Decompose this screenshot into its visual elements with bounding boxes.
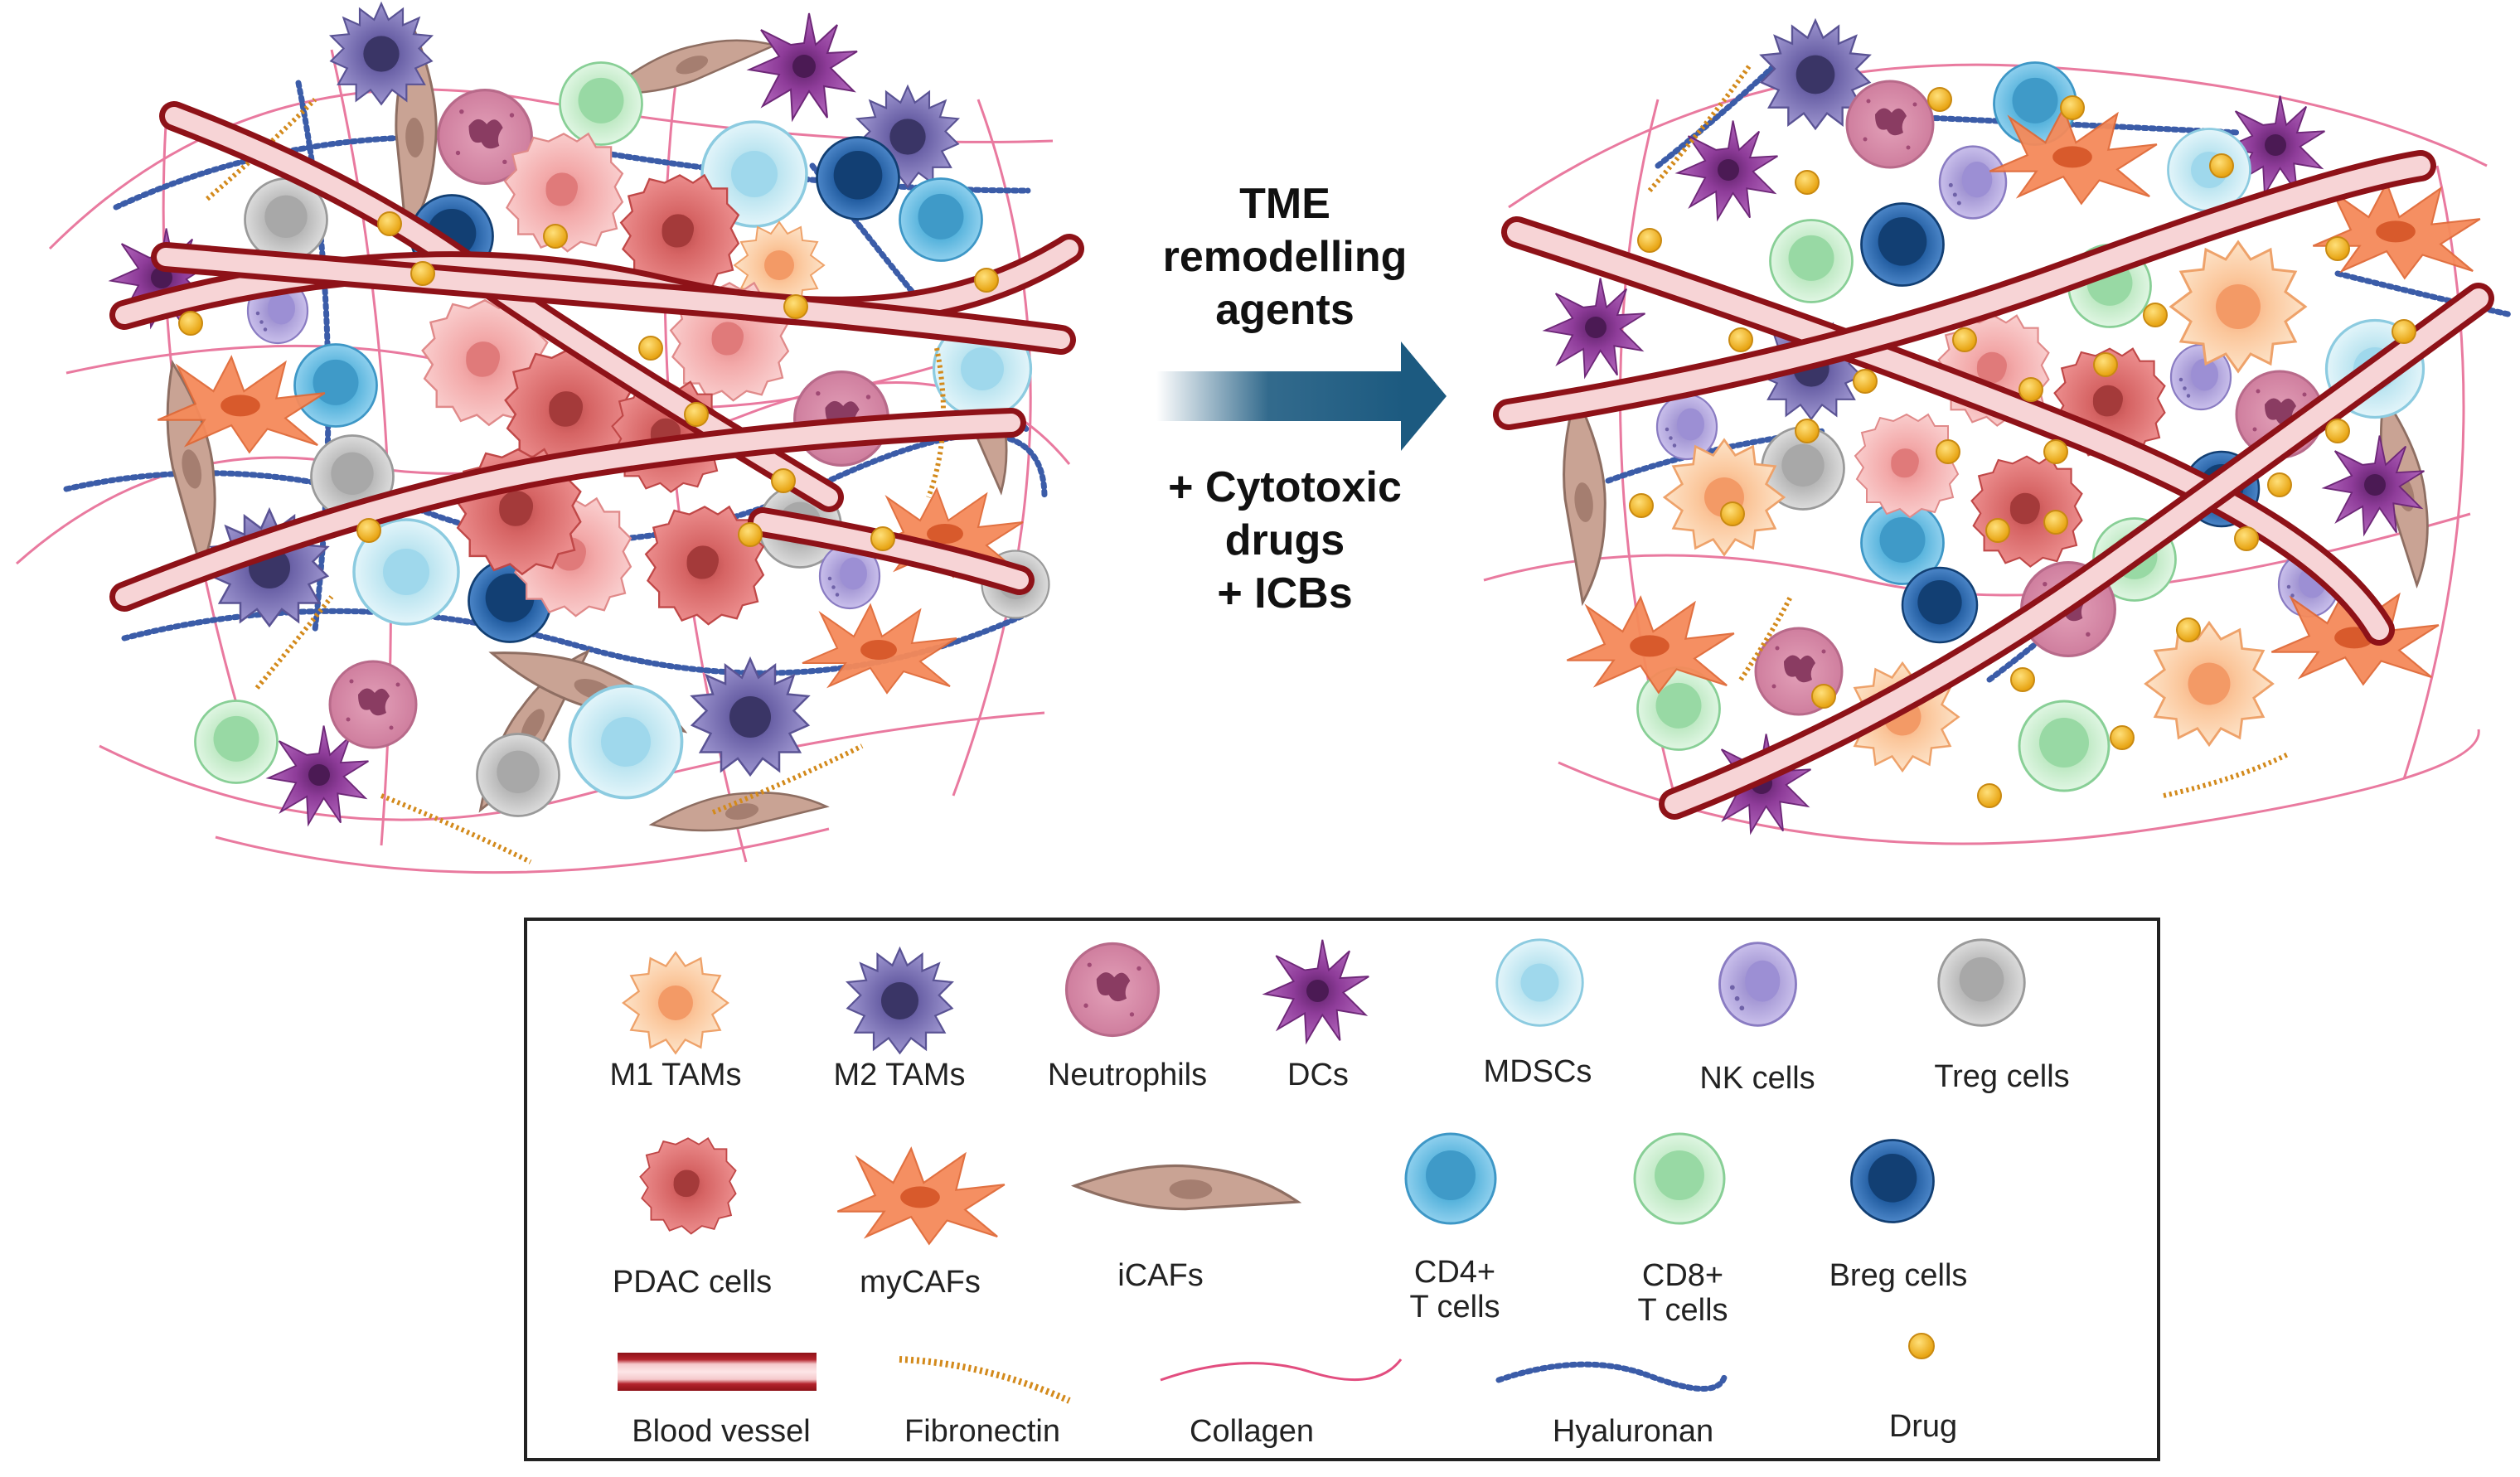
arrow-top-line-3: agents	[1215, 286, 1354, 334]
legend-label-neutrophils: Neutrophils	[1047, 1058, 1208, 1092]
legend-label-pdac-cells: PDAC cells	[612, 1265, 773, 1300]
legend-label-nk-cells: NK cells	[1699, 1061, 1815, 1096]
fibronectin-right	[1647, 65, 2290, 798]
legend-label-collagen: Collagen	[1190, 1414, 1314, 1449]
legend-label-cd4-line1: CD4+	[1413, 1255, 1496, 1290]
right-tme-panel	[1483, 19, 2515, 845]
hyaluronan-icon	[1495, 1361, 1728, 1392]
legend-label-cd4-line2: T cells	[1409, 1290, 1500, 1324]
arrow-bottom-line-1: + Cytotoxic	[1168, 463, 1402, 511]
fibronectin-left	[206, 97, 946, 864]
legend-label-fibronectin: Fibronectin	[904, 1414, 1060, 1449]
arrow-top-text: TME remodelling agents	[1102, 177, 1467, 337]
legend-label-cd4-t-cells: CD4+ T cells	[1359, 1255, 1550, 1324]
blood-vessel-icon	[618, 1353, 817, 1391]
legend-label-dcs: DCs	[1287, 1058, 1349, 1092]
legend-label-m2-tams: M2 TAMs	[833, 1058, 966, 1092]
drug-icon	[1908, 1333, 1935, 1359]
arrow-bottom-text: + Cytotoxic drugs + ICBs	[1102, 461, 1467, 620]
drugs-right	[1629, 87, 2416, 808]
legend-label-drug: Drug	[1888, 1409, 1958, 1444]
arrow-bottom-line-2: drugs	[1224, 516, 1345, 564]
legend-label-cd8-line1: CD8+	[1641, 1258, 1724, 1293]
legend-label-treg-cells: Treg cells	[1934, 1059, 2070, 1094]
legend-label-mycafs: myCAFs	[860, 1265, 981, 1300]
legend-label-hyaluronan: Hyaluronan	[1552, 1414, 1714, 1449]
arrow-top-line-1: TME	[1239, 180, 1330, 228]
left-tme-panel	[16, 2, 1084, 874]
blood-vessels-right	[1493, 150, 2494, 820]
legend-label-cd8-t-cells: CD8+ T cells	[1587, 1258, 1778, 1328]
legend-label-icafs: iCAFs	[1117, 1258, 1204, 1293]
legend-label-cd8-line2: T cells	[1637, 1293, 1728, 1328]
legend-label-m1-tams: M1 TAMs	[609, 1058, 742, 1092]
legend-icons	[618, 938, 2026, 1404]
blood-vessels-left	[109, 101, 1084, 612]
legend-label-breg-cells: Breg cells	[1829, 1258, 1968, 1293]
arrow-top-line-2: remodelling	[1162, 233, 1408, 281]
legend-label-mdscs: MDSCs	[1483, 1054, 1592, 1089]
center-arrow	[1156, 341, 1447, 451]
legend-box	[524, 918, 2160, 1461]
legend-label-blood-vessel: Blood vessel	[632, 1414, 811, 1449]
arrow-bottom-line-3: + ICBs	[1217, 569, 1353, 617]
drugs-left	[178, 211, 999, 551]
collagen-icon	[1160, 1358, 1403, 1382]
